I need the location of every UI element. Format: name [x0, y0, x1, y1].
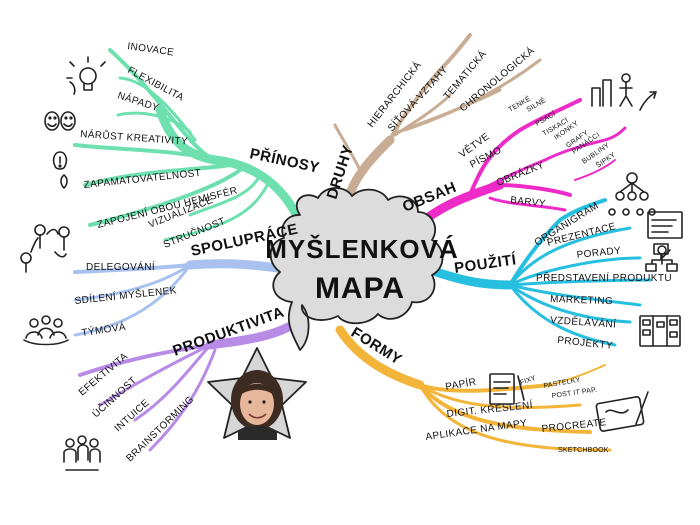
lightbulb-icon [66, 56, 106, 95]
graph-arrow-icon [591, 73, 657, 111]
collaboration-icon [20, 224, 70, 273]
branch-title-pouziti: POUŽITÍ [453, 250, 518, 277]
leaf-porady: PORADY [576, 245, 622, 261]
branch-title-obsah: OBSAH [400, 179, 459, 216]
branch-pouziti [425, 198, 652, 347]
leaf-barvy: BARVY [510, 195, 547, 210]
hierarchy-icon [608, 172, 656, 216]
leaf-aplikace-na-mapy: APLIKACE NA MAPY [425, 418, 528, 443]
faces-icon [44, 111, 76, 131]
central-bubble: MYŠLENKOVÁ MAPA [265, 187, 458, 351]
leaf-predstaveni-produktu: PŘEDSTAVENÍ PRODUKTU [536, 271, 672, 284]
leaf-sdileni-myslenek: SDÍLENÍ MYŠLENEK [74, 283, 177, 307]
leaf-projekty: PROJEKTY [557, 335, 614, 352]
branch-produktivita [78, 315, 305, 452]
people-group-icon [23, 315, 69, 346]
paper-pen-icon [489, 373, 525, 405]
org-chart-icon [645, 243, 678, 272]
leaf-tymova: TÝMOVÁ [81, 320, 127, 339]
portrait-star [207, 347, 307, 440]
portrait-photo [231, 370, 283, 440]
leaf-zapamatovatelnost: ZAPAMATOVATELNOST [83, 168, 202, 191]
branch-obsah [410, 98, 627, 233]
leaf-intuice: INTUICE [113, 397, 152, 434]
branch-prinosy [73, 48, 305, 242]
central-title-line2: MAPA [315, 272, 405, 305]
central-title-line1: MYŠLENKOVÁ [265, 234, 458, 264]
leaf-marketing: MARKETING [550, 294, 613, 307]
sub-pastelky: PASTELKY [543, 377, 581, 390]
kanban-board-icon [639, 315, 681, 347]
branch-formy [335, 325, 612, 452]
team-icon [63, 435, 101, 471]
exclamation-icon [52, 151, 68, 189]
sub-sketchbook: SKETCHBOOK [558, 447, 609, 454]
tablet-stylus-icon [595, 391, 649, 432]
leaf-inovace: INOVACE [127, 41, 175, 58]
presentation-board-icon [647, 211, 683, 265]
leaf-delegovani: DELEGOVÁNÍ [86, 260, 155, 273]
sub-post-it-pap: POST IT PAP. [551, 387, 597, 400]
